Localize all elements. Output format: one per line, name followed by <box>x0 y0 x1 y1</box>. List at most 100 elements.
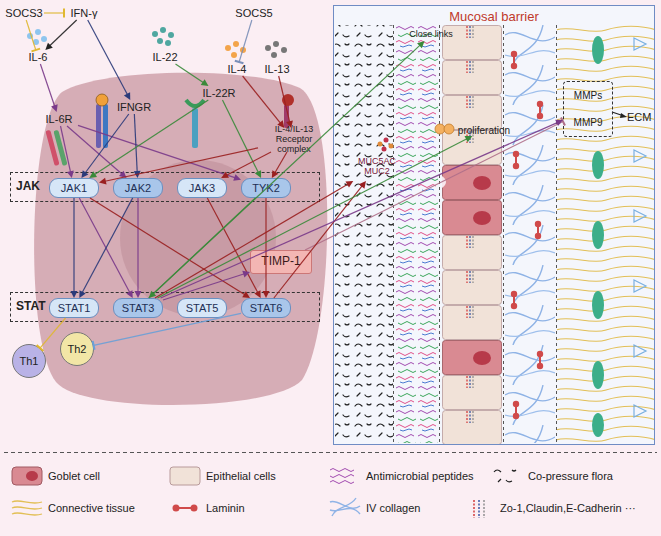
node-label: IFNGR <box>117 101 151 113</box>
laminin <box>514 402 518 418</box>
arrow-head <box>254 290 260 298</box>
proliferation-icon <box>435 124 454 134</box>
node-label: MUC5AC <box>358 157 396 167</box>
signal-line <box>104 148 258 182</box>
receptor-icons <box>45 94 294 166</box>
arrow-head <box>126 290 132 298</box>
receptor-label: IFNGR <box>112 100 156 114</box>
signal-connector <box>149 198 256 298</box>
ligand-dot <box>157 38 163 44</box>
flora-icon <box>494 470 516 482</box>
signal-connector <box>161 120 563 298</box>
legend-label: Antimicrobial peptides <box>366 470 474 482</box>
dividing-cell <box>444 124 454 134</box>
node-label: IL-13 <box>264 63 289 75</box>
signal-line <box>67 126 123 175</box>
receptor-head <box>96 94 108 106</box>
signal-line <box>90 198 246 295</box>
arrow-head <box>277 120 284 128</box>
node-label: JAK <box>16 180 40 193</box>
ligand-dot <box>33 39 39 45</box>
ligand-dot <box>281 47 287 53</box>
legend-label: Epithelial cells <box>206 470 276 482</box>
laminin-icon <box>174 506 197 511</box>
signal-connector <box>235 20 252 63</box>
inhibition-bar <box>31 49 40 52</box>
inhibition-bar <box>561 117 565 125</box>
kinase-pill: JAK2 <box>113 178 163 198</box>
signal-line <box>137 198 138 293</box>
arrow-head <box>272 170 279 178</box>
signal-line <box>84 114 128 174</box>
signal-connector <box>88 20 131 100</box>
ligand-dot <box>225 45 231 51</box>
arrow-head <box>255 170 261 178</box>
dividing-cell <box>435 124 445 134</box>
arrow-head <box>286 120 293 128</box>
receptor-label: IL-4/IL-13 Receptor complex <box>258 128 330 152</box>
signal-line <box>44 12 64 13</box>
connective-layer <box>557 25 654 443</box>
goblet-cells <box>442 166 502 375</box>
ligand-dot <box>168 32 174 38</box>
legend-label: IV collagen <box>366 502 420 514</box>
signal-connector <box>222 100 261 178</box>
cytokine-label: IL-4 <box>222 62 252 76</box>
node-label: TYK2 <box>252 182 280 194</box>
signal-line <box>152 198 255 295</box>
signal-connector <box>90 198 250 298</box>
barrier-panel: Mucosal barrierClose linksproliferationM… <box>333 5 655 445</box>
node-label: Mucosal barrier <box>449 10 539 24</box>
laminin <box>514 152 518 168</box>
node-label: MUC2 <box>364 167 390 177</box>
mucin-dot <box>378 142 383 147</box>
arrow-head <box>620 113 627 118</box>
basement-layer <box>505 25 555 443</box>
arrow-head <box>149 291 157 298</box>
legend-divider <box>4 452 657 453</box>
signal-connector <box>279 76 293 128</box>
signal-connector <box>89 100 208 178</box>
receptor-chain <box>53 130 67 166</box>
signal-connector <box>157 136 472 298</box>
node-label: Close links <box>409 30 453 40</box>
signal-line <box>78 125 236 178</box>
receptor-label: IL-22R <box>198 86 240 100</box>
node-label: IL-22R <box>202 87 235 99</box>
goblet-icon <box>12 467 42 485</box>
enzyme-box: MMPsMMP9 <box>563 81 613 137</box>
receptor-chain <box>96 104 101 148</box>
signal-line <box>222 100 258 174</box>
signal-line <box>161 122 559 298</box>
signal-connector <box>45 20 76 50</box>
signal-line <box>40 318 66 348</box>
matrix-triangle <box>634 38 646 50</box>
ligand-dot <box>27 33 33 39</box>
signal-line <box>243 76 282 124</box>
legend-icons <box>12 467 516 518</box>
arrow-head <box>81 170 88 178</box>
signal-line <box>176 64 205 83</box>
node-label: IL-22 <box>152 51 177 63</box>
node-label: IL-6R <box>46 113 73 125</box>
signal-connector <box>26 20 40 51</box>
mucin-dot <box>384 138 389 143</box>
arrow-head <box>51 104 58 112</box>
ligand-dot <box>152 31 158 37</box>
signal-connector <box>155 181 353 298</box>
arrow-head <box>45 43 52 50</box>
ligand-dot <box>240 47 246 53</box>
arrow-head <box>134 171 141 178</box>
arrow-head <box>119 171 127 178</box>
signal-connector <box>93 313 241 349</box>
matrix-triangle <box>634 150 646 162</box>
arrow-head <box>89 171 97 178</box>
legend-label: Connective tissue <box>48 502 135 514</box>
signal-connector <box>163 271 250 300</box>
node-label: TIMP-1 <box>261 255 300 268</box>
divider <box>393 25 394 443</box>
